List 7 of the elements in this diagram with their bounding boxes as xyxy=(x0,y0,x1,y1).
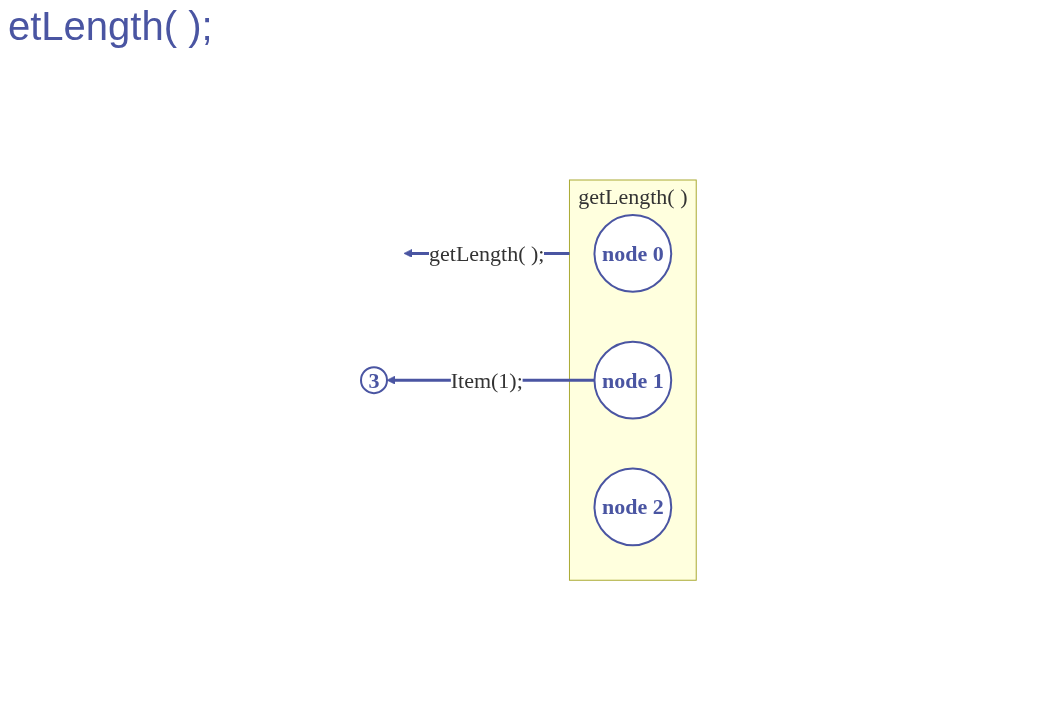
edge-label: getLength( ); xyxy=(429,240,545,266)
node-circle: 3 xyxy=(360,366,389,394)
node-circle: node 0 xyxy=(593,213,673,293)
node-circle: node 1 xyxy=(593,340,673,420)
edge-label: Item(1); xyxy=(451,367,524,393)
node-circle: node 2 xyxy=(593,467,673,547)
heading-text: etLength( ); xyxy=(8,4,213,49)
